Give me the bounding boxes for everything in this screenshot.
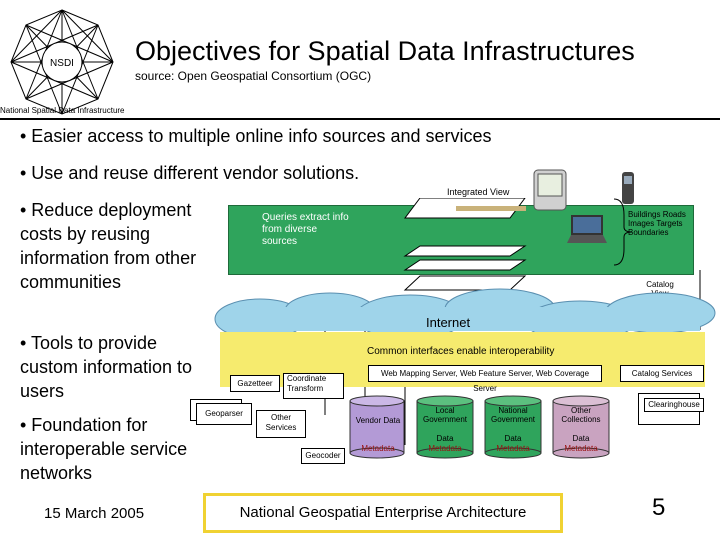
national-gov-data-label: Data — [504, 434, 522, 443]
slide-date: 15 March 2005 — [44, 505, 145, 522]
other-collections-label: Other Collections — [561, 406, 601, 424]
gazetteer-box: Gazetteer — [230, 375, 280, 392]
local-gov-data-label: Data — [436, 434, 454, 443]
layer-brace-icon — [613, 198, 633, 266]
internet-cloud — [214, 288, 716, 342]
internet-label: Internet — [426, 315, 471, 330]
page-number: 5 — [652, 494, 666, 521]
phone-icon — [622, 172, 634, 204]
logo-caption: National Spatial Data Infrastructure — [0, 106, 125, 115]
geoparser-box: Geoparser — [196, 403, 252, 425]
other-services-box: Other Services — [256, 410, 306, 438]
vendor-data-label: Vendor Data — [355, 416, 401, 425]
other-collections-data-label: Data — [572, 434, 590, 443]
local-gov-metadata-label: Metadata — [428, 444, 462, 453]
integrated-view-label: Integrated View — [447, 187, 510, 197]
laptop-icon — [567, 215, 607, 243]
web-servers-box: Web Mapping Server, Web Feature Server, … — [368, 365, 602, 393]
page-title: Objectives for Spatial Data Infrastructu… — [135, 36, 635, 66]
bullet-reduce-costs: • Reduce deployment costs by reusing inf… — [20, 200, 197, 292]
pda-icon — [533, 169, 567, 211]
common-interfaces-label: Common interfaces enable interoperabilit… — [367, 346, 555, 357]
national-gov-label: National Government — [490, 406, 536, 424]
vendor-metadata-label: Metadata — [361, 444, 395, 453]
coord-transform-box: Coordinate Transform — [283, 373, 344, 399]
other-collections-metadata-label: Metadata — [564, 444, 598, 453]
bullet-tools: • Tools to provide custom information to… — [20, 333, 193, 401]
architecture-title-box: National Geospatial Enterprise Architect… — [203, 493, 563, 533]
bullet-reuse: • Use and reuse different vendor solutio… — [20, 163, 360, 183]
clearinghouse-box: Clearinghouse — [644, 398, 704, 412]
local-gov-label: Local Government — [422, 406, 468, 424]
queries-label: Queries extract info from diverse source… — [262, 212, 349, 247]
title-divider — [0, 118, 720, 120]
nsdi-logo: NSDI — [10, 9, 114, 115]
layers-list: Buildings Roads Images Targets Boundarie… — [628, 210, 686, 237]
bullet-foundation: • Foundation for interoperable service n… — [20, 415, 188, 483]
national-gov-metadata-label: Metadata — [496, 444, 530, 453]
bullet-access: • Easier access to multiple online info … — [20, 126, 492, 146]
map-layers — [403, 198, 527, 291]
database-cylinders — [349, 395, 610, 459]
catalog-services-box: Catalog Services — [620, 365, 704, 382]
page-subtitle: source: Open Geospatial Consortium (OGC) — [135, 69, 372, 83]
geocoder-box: Geocoder — [301, 448, 345, 464]
logo-text: NSDI — [50, 58, 74, 69]
